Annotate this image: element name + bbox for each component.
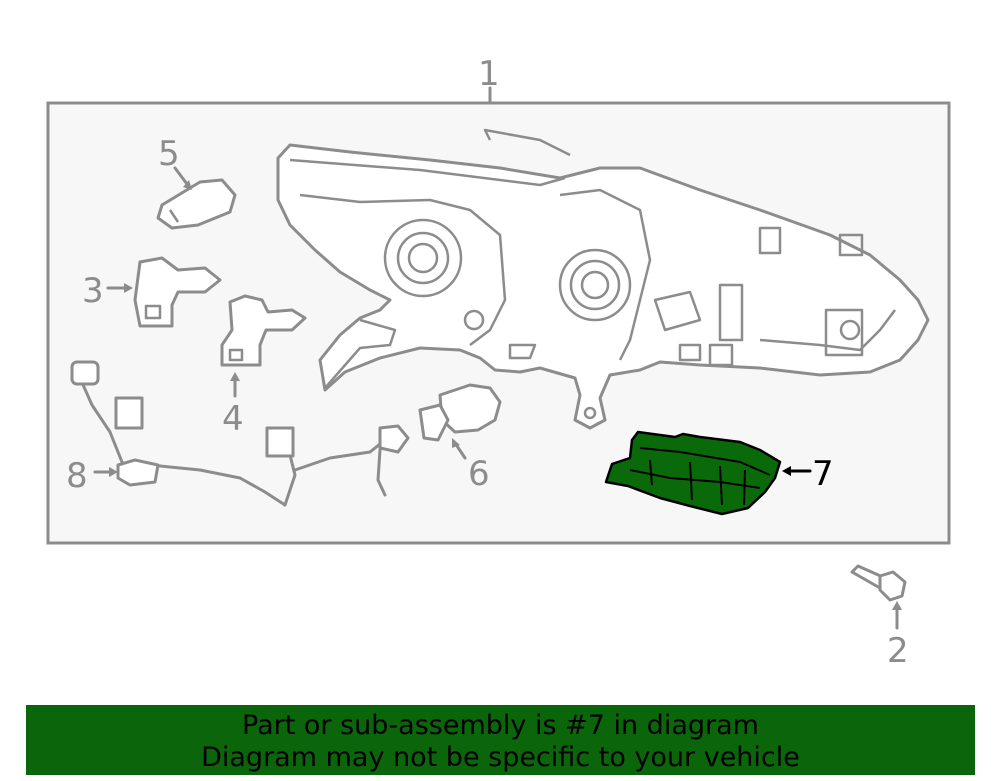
callout-5: 5: [158, 134, 180, 174]
callout-6: 6: [468, 454, 490, 494]
headlamp-housing: [276, 128, 930, 430]
bulb-6: [418, 383, 502, 442]
callout-4: 4: [222, 399, 244, 439]
callout-6-arrowhead: [452, 438, 460, 448]
callout-4-arrowhead: [230, 372, 240, 381]
parts-diagram: 1 5 3: [46, 54, 951, 671]
info-banner: Part or sub-assembly is #7 in diagram Di…: [26, 705, 975, 775]
bulb-5: [156, 178, 237, 230]
callout-7: 7: [812, 454, 834, 494]
wiring-harness-8: [70, 360, 410, 507]
callout-3: 3: [82, 271, 104, 311]
bracket-7-highlighted: [604, 430, 782, 516]
callout-1: 1: [478, 54, 500, 94]
callout-7-arrowhead: [782, 466, 791, 476]
bolt-2: [850, 564, 907, 602]
callout-2-arrowhead: [892, 601, 902, 610]
banner-line-1: Part or sub-assembly is #7 in diagram: [242, 710, 759, 741]
callout-3-arrowhead: [124, 283, 133, 293]
banner-line-2: Diagram may not be specific to your vehi…: [201, 742, 800, 773]
callout-8: 8: [66, 456, 88, 496]
socket-4: [220, 294, 307, 367]
callout-2: 2: [887, 631, 909, 671]
callout-8-arrowhead: [109, 467, 118, 477]
socket-3: [133, 256, 222, 328]
callout-5-arrowhead: [183, 180, 192, 190]
